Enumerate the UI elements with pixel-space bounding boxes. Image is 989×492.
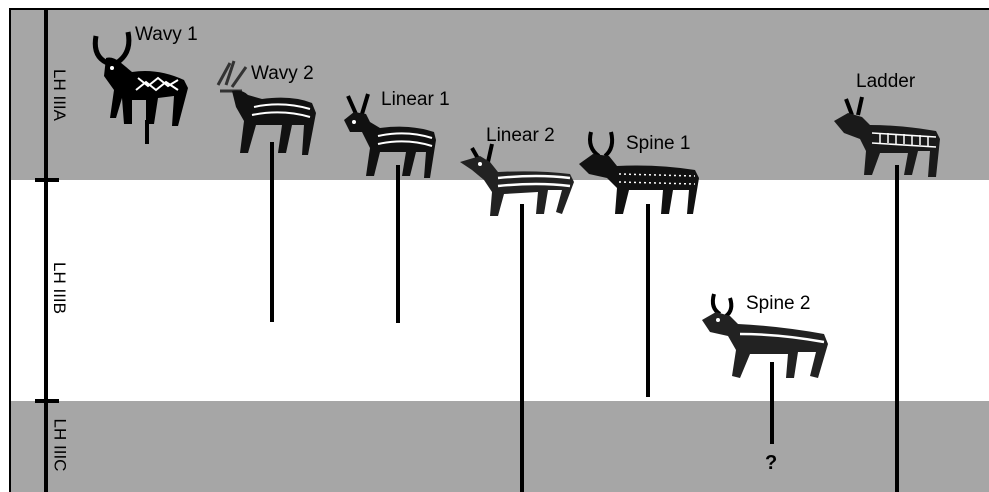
figurine-linear-1-image bbox=[344, 93, 436, 178]
range-bar-spine-2 bbox=[770, 362, 774, 444]
figurine-label-wavy-2: Wavy 2 bbox=[251, 63, 314, 84]
figurine-spine-1-image bbox=[579, 131, 699, 214]
period-label-lh-iiia: LH IIIA bbox=[49, 69, 69, 121]
range-bar-ladder bbox=[895, 165, 899, 492]
timeline-tick-iiib-iiic bbox=[35, 399, 59, 403]
band-lh-iiic bbox=[10, 401, 989, 492]
frame-top-border bbox=[9, 8, 989, 10]
period-label-lh-iiic: LH IIIC bbox=[50, 418, 70, 472]
range-bar-wavy-2 bbox=[270, 142, 274, 322]
figurine-label-spine-2: Spine 2 bbox=[746, 293, 811, 314]
figurine-linear-2-image bbox=[460, 143, 574, 216]
timeline-tick-iiia-iiib bbox=[35, 178, 59, 182]
figurine-spine-2-image bbox=[702, 293, 828, 378]
figurine-label-linear-1: Linear 1 bbox=[381, 89, 450, 110]
frame-left-border bbox=[9, 8, 11, 492]
range-bar-wavy-1 bbox=[145, 120, 149, 144]
uncertain-marker-spine-2: ? bbox=[765, 452, 778, 474]
figurine-wavy-2-image bbox=[216, 60, 316, 155]
timeline-axis bbox=[44, 8, 48, 492]
range-bar-linear-2 bbox=[520, 204, 524, 492]
figurine-label-linear-2: Linear 2 bbox=[486, 125, 555, 146]
figurine-label-wavy-1: Wavy 1 bbox=[135, 24, 198, 45]
range-bar-spine-1 bbox=[646, 204, 650, 397]
figurine-wavy-1-image bbox=[92, 31, 188, 126]
figurine-label-spine-1: Spine 1 bbox=[626, 133, 691, 154]
range-bar-linear-1 bbox=[396, 165, 400, 323]
period-label-lh-iiib: LH IIIB bbox=[49, 262, 69, 314]
figurine-ladder-image bbox=[834, 96, 940, 177]
figurine-label-ladder: Ladder bbox=[856, 71, 916, 92]
